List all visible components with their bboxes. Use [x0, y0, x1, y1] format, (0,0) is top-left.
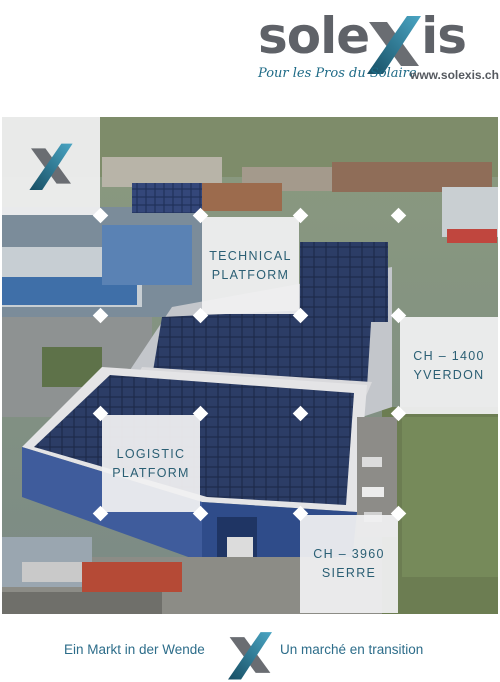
footer-text-de: Ein Markt in der Wende — [64, 642, 205, 657]
brand-name-part2: is — [421, 7, 467, 65]
tile-sierre[interactable]: CH – 3960 SIERRE — [300, 515, 398, 613]
tile-technical-platform[interactable]: TECHNICAL PLATFORM — [202, 217, 299, 314]
tile-logistic-line1: LOGISTIC — [116, 446, 186, 461]
x-logo-icon — [228, 632, 272, 680]
x-logo-icon — [29, 143, 73, 190]
tile-logistic-line2: PLATFORM — [112, 465, 190, 480]
aerial-photo: TECHNICAL PLATFORM CH – 1400 YVERDON LOG… — [2, 117, 498, 614]
tile-sierre-line1: CH – 3960 — [313, 547, 385, 561]
brand-name-part1: sole — [258, 7, 370, 65]
tile-yverdon-line1: CH – 1400 — [413, 348, 485, 363]
footer-text-fr: Un marché en transition — [280, 642, 424, 657]
tile-logo — [2, 117, 100, 215]
tile-yverdon[interactable]: CH – 1400 YVERDON — [400, 317, 498, 414]
tile-yverdon-line2: YVERDON — [413, 367, 485, 382]
brand-url[interactable]: www.solexis.ch — [410, 68, 499, 82]
tile-sierre-line2: SIERRE — [321, 566, 377, 580]
brand-tagline: Pour les Pros du Solaire — [258, 66, 417, 81]
x-logo-icon — [367, 16, 421, 74]
tile-technical-line2: PLATFORM — [211, 267, 290, 282]
tile-logistic-platform[interactable]: LOGISTIC PLATFORM — [102, 415, 200, 512]
tile-technical-line1: TECHNICAL — [209, 248, 292, 263]
